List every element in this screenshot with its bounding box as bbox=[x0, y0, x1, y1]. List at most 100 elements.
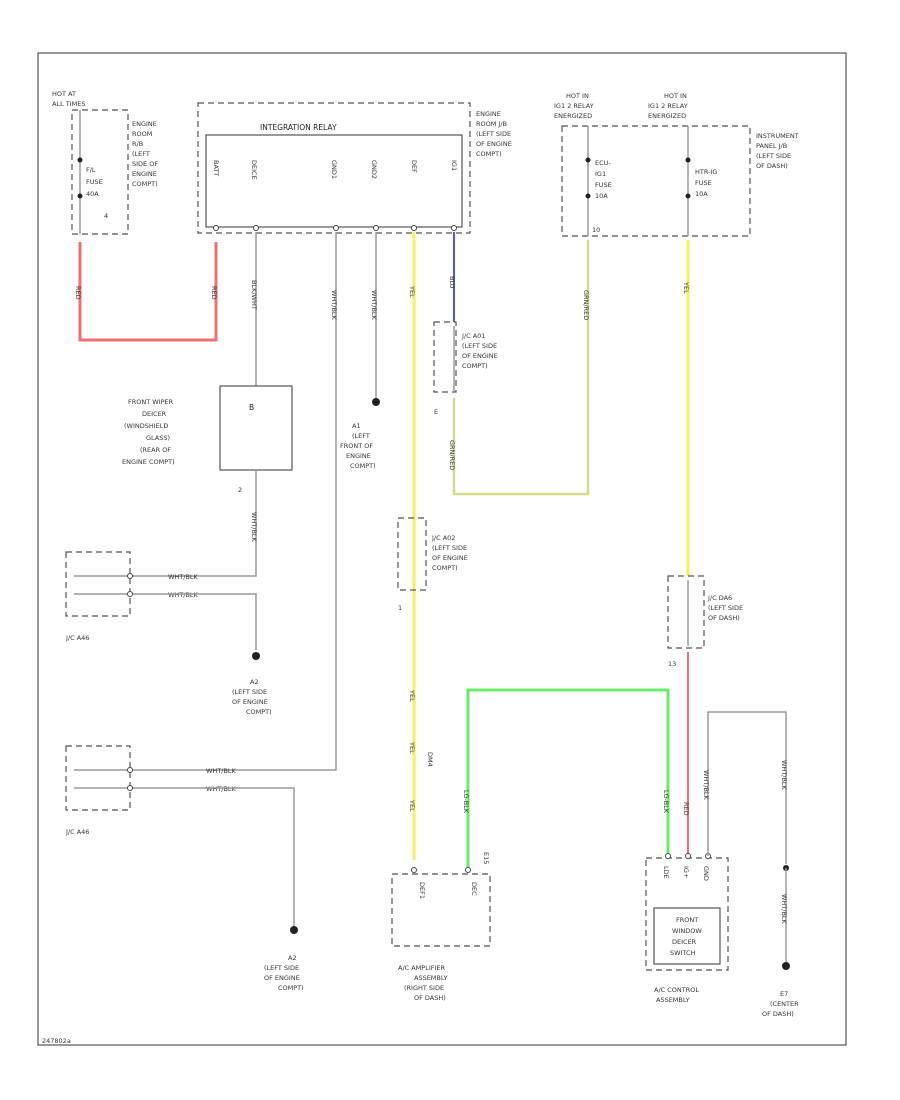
wire-label-wht-blk-4: WHT/BLK bbox=[702, 770, 710, 801]
jc-da6-label: J/C DA6 (LEFT SIDE OF DASH) bbox=[707, 594, 743, 622]
jc-a01-label: J/C A01 (LEFT SIDE OF ENGINE COMPT) bbox=[461, 332, 498, 370]
relay-terminals bbox=[213, 225, 457, 231]
svg-text:COMPT): COMPT) bbox=[350, 462, 376, 470]
wire-green-dec bbox=[466, 688, 670, 868]
hot-at-all-times-label: HOT AT ALL TIMES bbox=[52, 90, 85, 108]
svg-text:(LEFT SIDE: (LEFT SIDE bbox=[708, 604, 743, 612]
ground-a1-icon bbox=[372, 398, 380, 406]
svg-text:ALL TIMES: ALL TIMES bbox=[52, 100, 85, 108]
svg-text:ENGINE: ENGINE bbox=[476, 110, 501, 118]
wire-label-wht-blk-5: WHT/BLK bbox=[780, 760, 788, 791]
fuse-ecu-ig1-label: ECU- IG1 FUSE 10A bbox=[595, 159, 612, 200]
svg-text:FUSE: FUSE bbox=[86, 178, 103, 186]
jc-a02-box bbox=[397, 517, 427, 591]
svg-text:A2: A2 bbox=[250, 678, 259, 686]
wire-label-wht-blk-6: WHT/BLK bbox=[780, 894, 788, 925]
wire-label-blu: BLU bbox=[448, 276, 456, 289]
integration-relay-pins: BATT DEICE GND1 GND2 DEF IG1 bbox=[212, 160, 458, 180]
pin-number-e15: E15 bbox=[482, 852, 490, 864]
ground-a2-top-label: A2 (LEFT SIDE OF ENGINE COMPT) bbox=[232, 678, 272, 716]
svg-text:J/C A02: J/C A02 bbox=[431, 534, 455, 542]
wire-ground-a2-bot bbox=[140, 787, 295, 926]
integration-relay-box bbox=[197, 102, 471, 234]
fuse-heater-label: HTR-IG FUSE 10A bbox=[695, 168, 717, 198]
fuse-fl-terminal bbox=[77, 157, 83, 163]
integration-relay-inner bbox=[205, 134, 463, 228]
wire-label-yel-2: YEL bbox=[682, 281, 690, 294]
wire-label-wht-blk-3: WHT/BLK bbox=[250, 512, 258, 543]
pin-number-10: 10 bbox=[592, 226, 600, 234]
wire-label-yel-1: YEL bbox=[408, 285, 416, 298]
svg-text:OF DASH): OF DASH) bbox=[762, 1010, 794, 1018]
deicer-box bbox=[219, 385, 293, 471]
svg-text:HTR-IG: HTR-IG bbox=[695, 168, 717, 176]
svg-text:SIDE OF: SIDE OF bbox=[132, 160, 158, 168]
svg-text:A1: A1 bbox=[352, 422, 361, 430]
ground-a2-bot-label: A2 (LEFT SIDE OF ENGINE COMPT) bbox=[264, 954, 304, 992]
fuse-fl-terminal bbox=[77, 193, 83, 199]
svg-text:IG1 2 RELAY: IG1 2 RELAY bbox=[648, 102, 688, 110]
svg-text:DEF: DEF bbox=[410, 160, 418, 173]
jc-a46-top-label: J/C A46 bbox=[65, 634, 89, 642]
deicer-label: FRONT WIPER DEICER (WINDSHIELD GLASS) (R… bbox=[122, 398, 175, 466]
svg-text:FUSE: FUSE bbox=[695, 179, 712, 187]
svg-text:COMPT): COMPT) bbox=[432, 564, 458, 572]
wire-gnd1 bbox=[140, 232, 337, 771]
svg-text:COMPT): COMPT) bbox=[476, 150, 502, 158]
svg-text:J/C A01: J/C A01 bbox=[461, 332, 485, 340]
svg-text:IG1 2 RELAY: IG1 2 RELAY bbox=[554, 102, 594, 110]
instrument-panel-jb-label: INSTRUMENT PANEL J/B (LEFT SIDE OF DASH) bbox=[756, 132, 799, 170]
svg-text:HOT AT: HOT AT bbox=[52, 90, 76, 98]
jc-a46-bot-box bbox=[65, 745, 131, 811]
integration-relay-location: ENGINE ROOM J/B (LEFT SIDE OF ENGINE COM… bbox=[476, 110, 512, 158]
svg-text:WINDOW: WINDOW bbox=[672, 927, 702, 935]
svg-text:PANEL J/B: PANEL J/B bbox=[756, 142, 787, 150]
svg-text:ENGINE: ENGINE bbox=[132, 120, 157, 128]
hot-ig-b-label: HOT IN IG1 2 RELAY ENERGIZED bbox=[648, 92, 688, 120]
svg-text:A/C CONTROL: A/C CONTROL bbox=[654, 986, 699, 994]
svg-text:(LEFT SIDE: (LEFT SIDE bbox=[232, 688, 267, 696]
wire-olive-ecu bbox=[452, 240, 590, 496]
wire-label-gnd2: WHT/BLK bbox=[370, 290, 378, 321]
ground-e7-icon bbox=[782, 962, 790, 970]
ac-ctrl-pin-lde: LDE bbox=[662, 866, 670, 879]
wire-label-red-right: RED bbox=[210, 286, 218, 300]
svg-text:FRONT WIPER: FRONT WIPER bbox=[128, 398, 174, 406]
wire-label-lg-blk: LG-BLK bbox=[462, 790, 470, 814]
integration-relay-title: INTEGRATION RELAY bbox=[260, 123, 337, 132]
deicer-switch-box bbox=[653, 907, 721, 965]
wire-ground-a2-top bbox=[140, 593, 257, 650]
svg-text:FRONT OF: FRONT OF bbox=[340, 442, 373, 450]
diagram-frame bbox=[37, 52, 847, 1046]
ac-ctrl-pin-gnd: GND bbox=[702, 866, 710, 881]
svg-text:OF ENGINE: OF ENGINE bbox=[432, 554, 468, 562]
svg-text:FUSE: FUSE bbox=[595, 181, 612, 189]
ground-e7-label: E7 (CENTER OF DASH) bbox=[762, 990, 799, 1018]
wire-label-yel-3: YEL bbox=[408, 689, 416, 702]
svg-text:ASSEMBLY: ASSEMBLY bbox=[414, 974, 448, 982]
svg-text:ASSEMBLY: ASSEMBLY bbox=[656, 996, 690, 1004]
svg-text:E7: E7 bbox=[780, 990, 788, 998]
svg-text:OF DASH): OF DASH) bbox=[414, 994, 446, 1002]
svg-text:COMPT): COMPT) bbox=[278, 984, 304, 992]
svg-text:GND1: GND1 bbox=[330, 160, 338, 179]
svg-text:(LEFT SIDE: (LEFT SIDE bbox=[462, 342, 497, 350]
svg-text:(WINDSHIELD: (WINDSHIELD bbox=[124, 422, 168, 430]
deicer-symbol: B bbox=[249, 403, 254, 412]
jc-a01-box bbox=[433, 321, 457, 393]
svg-text:R/B: R/B bbox=[132, 140, 143, 148]
jc-a02-label: J/C A02 (LEFT SIDE OF ENGINE COMPT) bbox=[431, 534, 468, 572]
pin-number-13: 13 bbox=[668, 660, 676, 668]
svg-text:OF ENGINE: OF ENGINE bbox=[476, 140, 512, 148]
svg-text:OF DASH): OF DASH) bbox=[708, 614, 740, 622]
hot-ig-a-label: HOT IN IG1 2 RELAY ENERGIZED bbox=[554, 92, 594, 120]
svg-text:COMPT): COMPT) bbox=[462, 362, 488, 370]
svg-text:(RIGHT SIDE: (RIGHT SIDE bbox=[404, 984, 444, 992]
instrument-panel-jb-box bbox=[561, 125, 751, 237]
svg-text:OF DASH): OF DASH) bbox=[756, 162, 788, 170]
svg-text:FRONT: FRONT bbox=[676, 916, 698, 924]
ground-a2-bot-icon bbox=[290, 926, 298, 934]
svg-text:SWITCH: SWITCH bbox=[670, 949, 696, 957]
svg-text:(LEFT: (LEFT bbox=[352, 432, 370, 440]
jc-a46-top-box bbox=[65, 551, 131, 617]
